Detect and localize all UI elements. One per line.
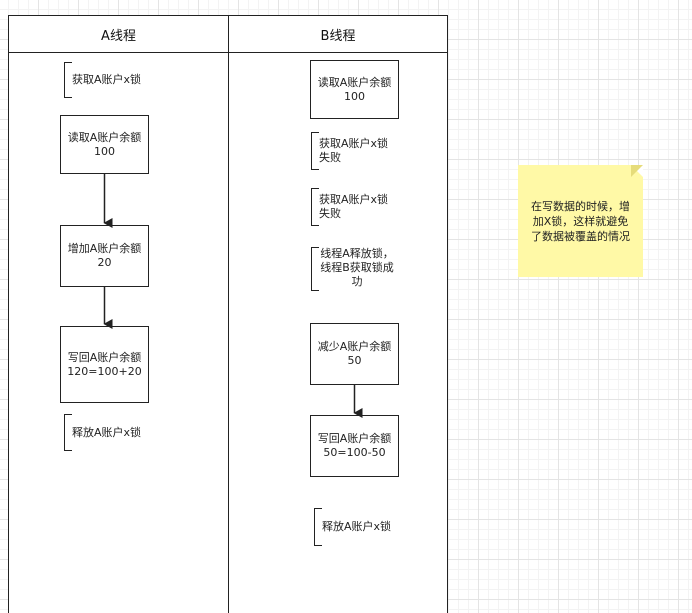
b-lock-fail-note-2: 获取A账户x锁失败 [319, 193, 389, 220]
a-lock-note-bracket [64, 62, 72, 98]
b-lock-success-note: 线程A释放锁，线程B获取锁成功 [320, 247, 394, 288]
a-read-box[interactable]: 读取A账户余额100 [60, 115, 149, 174]
b-release-note-bracket [314, 508, 322, 546]
lane-a: A线程 [8, 15, 229, 613]
lane-b-header: B线程 [229, 16, 447, 53]
b-write-box[interactable]: 写回A账户余额50=100-50 [310, 415, 399, 477]
b-lock-fail-note-1: 获取A账户x锁失败 [319, 137, 389, 164]
b-lock-fail-note-1-bracket [311, 132, 319, 170]
b-read-box[interactable]: 读取A账户余额100 [310, 60, 399, 119]
b-reduce-box[interactable]: 减少A账户余额50 [310, 323, 399, 385]
a-release-note-bracket [64, 414, 72, 451]
a-lock-note: 获取A账户x锁 [72, 73, 142, 86]
lane-a-header: A线程 [9, 16, 228, 53]
b-lock-fail-note-2-bracket [311, 188, 319, 226]
sticky-note: 在写数据的时候，增加X锁，这样就避免了数据被覆盖的情况 [518, 165, 643, 277]
a-add-box[interactable]: 增加A账户余额20 [60, 225, 149, 287]
sticky-note-fold [631, 165, 643, 177]
b-release-note: 释放A账户x锁 [322, 520, 392, 533]
b-lock-success-note-bracket [311, 247, 319, 291]
a-write-box[interactable]: 写回A账户余额120=100+20 [60, 326, 149, 403]
a-release-note: 释放A账户x锁 [72, 426, 142, 439]
